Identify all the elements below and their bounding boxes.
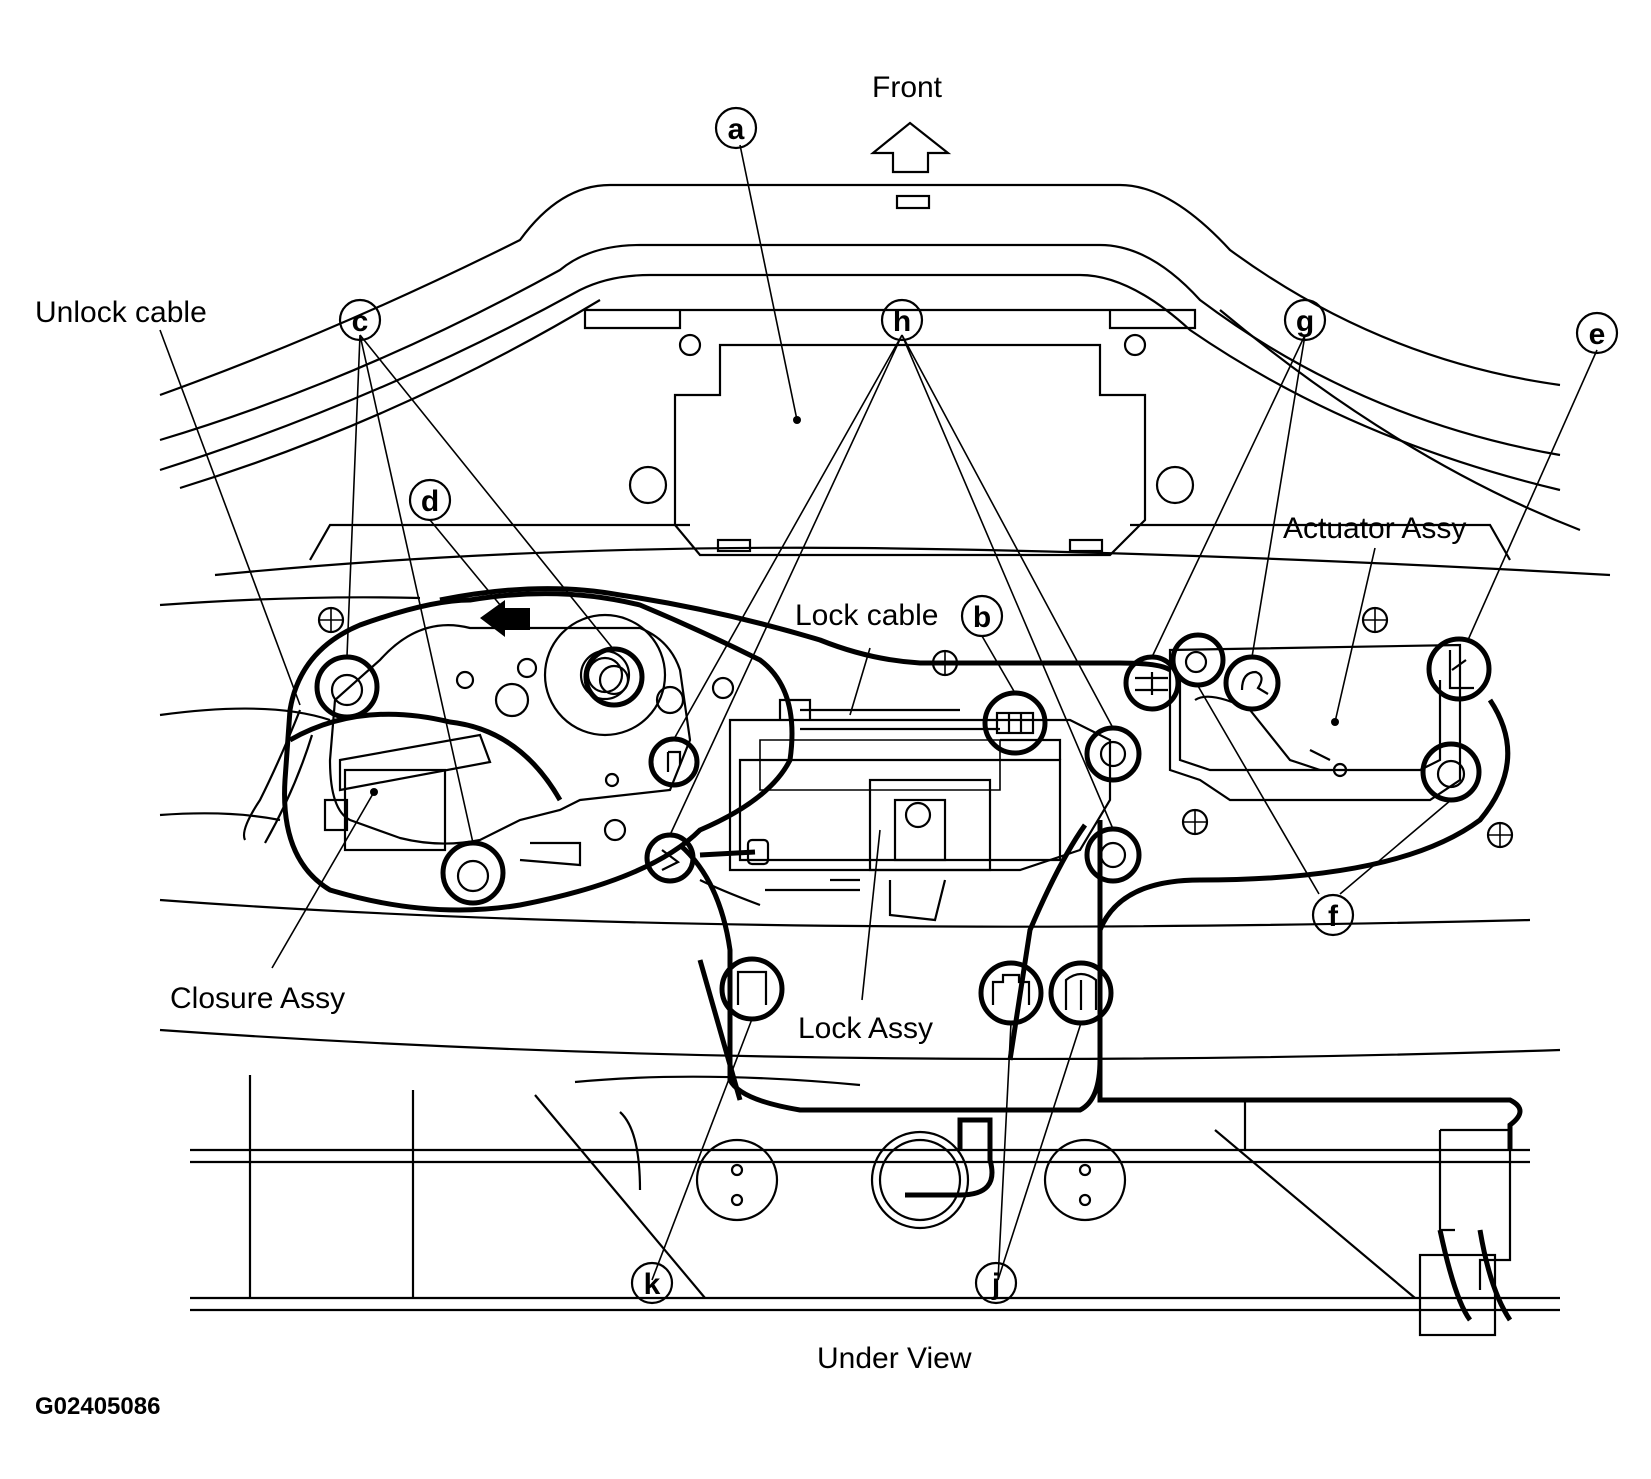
unlock-cable-label: Unlock cable xyxy=(35,296,207,329)
svg-text:k: k xyxy=(644,1268,661,1301)
svg-text:e: e xyxy=(1589,318,1606,351)
actuator-assy-label: Actuator Assy xyxy=(1283,512,1466,545)
closure-assy-label: Closure Assy xyxy=(170,982,345,1015)
svg-text:d: d xyxy=(421,485,439,518)
clip-j-1 xyxy=(978,960,1044,1026)
figure-code: G02405086 xyxy=(35,1393,160,1420)
svg-text:c: c xyxy=(352,305,369,338)
callout-a: a xyxy=(714,106,758,150)
clip-f-2 xyxy=(1420,741,1482,803)
bolt-c-1 xyxy=(314,654,380,720)
panel-a xyxy=(309,308,1511,561)
callout-d: d xyxy=(408,478,452,522)
mounting-marks xyxy=(317,606,1514,849)
actuator-assy xyxy=(1168,643,1462,802)
callout-j: j xyxy=(974,1261,1018,1305)
callout-b: b xyxy=(960,594,1004,638)
clip-g-2 xyxy=(1223,654,1281,712)
direction-arrow-d xyxy=(480,600,530,637)
callout-k: k xyxy=(630,1261,674,1305)
lock-cable-label: Lock cable xyxy=(795,599,938,632)
callout-h: h xyxy=(880,298,924,342)
clip-h-3 xyxy=(1084,725,1142,783)
clip-e xyxy=(1426,636,1492,702)
closure-assy xyxy=(242,591,795,913)
leader-lines xyxy=(159,144,1598,1281)
callout-g: g xyxy=(1283,298,1327,342)
bolt-c-3 xyxy=(440,840,506,906)
svg-text:j: j xyxy=(991,1268,1000,1301)
lock-assy-label: Lock Assy xyxy=(798,1012,933,1045)
callout-e: e xyxy=(1575,311,1619,355)
clip-h-2 xyxy=(644,832,696,884)
clip-h-4 xyxy=(1084,826,1142,884)
lock-assy xyxy=(439,586,1172,922)
svg-text:a: a xyxy=(728,113,745,146)
callout-f: f xyxy=(1311,893,1355,937)
callout-c: c xyxy=(338,298,382,342)
connector-b xyxy=(982,690,1048,756)
clip-f-1 xyxy=(1170,632,1226,688)
front-label: Front xyxy=(872,71,943,104)
svg-text:h: h xyxy=(893,305,911,338)
under-view-label: Under View xyxy=(817,1342,972,1375)
front-arrow xyxy=(869,121,952,210)
trunk-lid-outline xyxy=(159,183,1611,1312)
harness-lines xyxy=(678,698,1523,1337)
svg-text:f: f xyxy=(1328,900,1339,933)
svg-text:b: b xyxy=(973,601,991,634)
bottom-circles xyxy=(695,1130,1127,1230)
svg-text:g: g xyxy=(1296,305,1314,338)
